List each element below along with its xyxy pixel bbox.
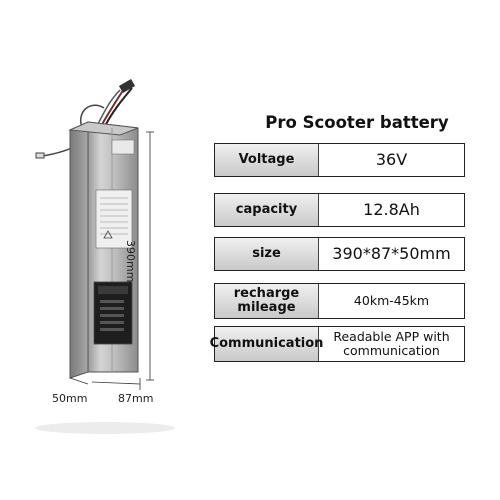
spec-value: 40km-45km (353, 293, 430, 308)
spec-row-voltage: Voltage 36V (214, 143, 465, 177)
spec-row-communication: Communication Readable APP with communic… (210, 326, 465, 362)
spec-label: Communication (210, 327, 323, 361)
spec-value: 12.8Ah (363, 200, 420, 219)
spec-value: 390*87*50mm (332, 244, 451, 263)
spec-row-capacity: capacity 12.8Ah (214, 193, 465, 227)
spec-label: size (215, 238, 319, 270)
depth-dimension-label: 50mm (52, 392, 88, 405)
spec-label: capacity (215, 194, 319, 226)
battery-pack-drawing (35, 79, 175, 434)
spec-value: Readable APP with communication (333, 329, 450, 358)
height-dimension-label: 390mm (124, 240, 137, 283)
product-title: Pro Scooter battery (265, 113, 449, 132)
connector (118, 79, 136, 93)
width-dimension-label: 87mm (118, 392, 154, 405)
battery-illustration: 390mm 50mm 87mm (0, 0, 210, 500)
spec-sticker (95, 189, 133, 249)
spec-row-recharge-mileage: recharge mileage 40km-45km (214, 283, 465, 319)
spec-row-size: size 390*87*50mm (214, 237, 465, 271)
wire-red (99, 85, 127, 129)
dimension-lines (69, 131, 154, 390)
spec-label: recharge mileage (215, 284, 319, 318)
spec-value: 36V (375, 150, 408, 169)
spec-label: Voltage (215, 144, 319, 176)
wire-loop (79, 104, 105, 129)
wire-black (103, 87, 133, 129)
